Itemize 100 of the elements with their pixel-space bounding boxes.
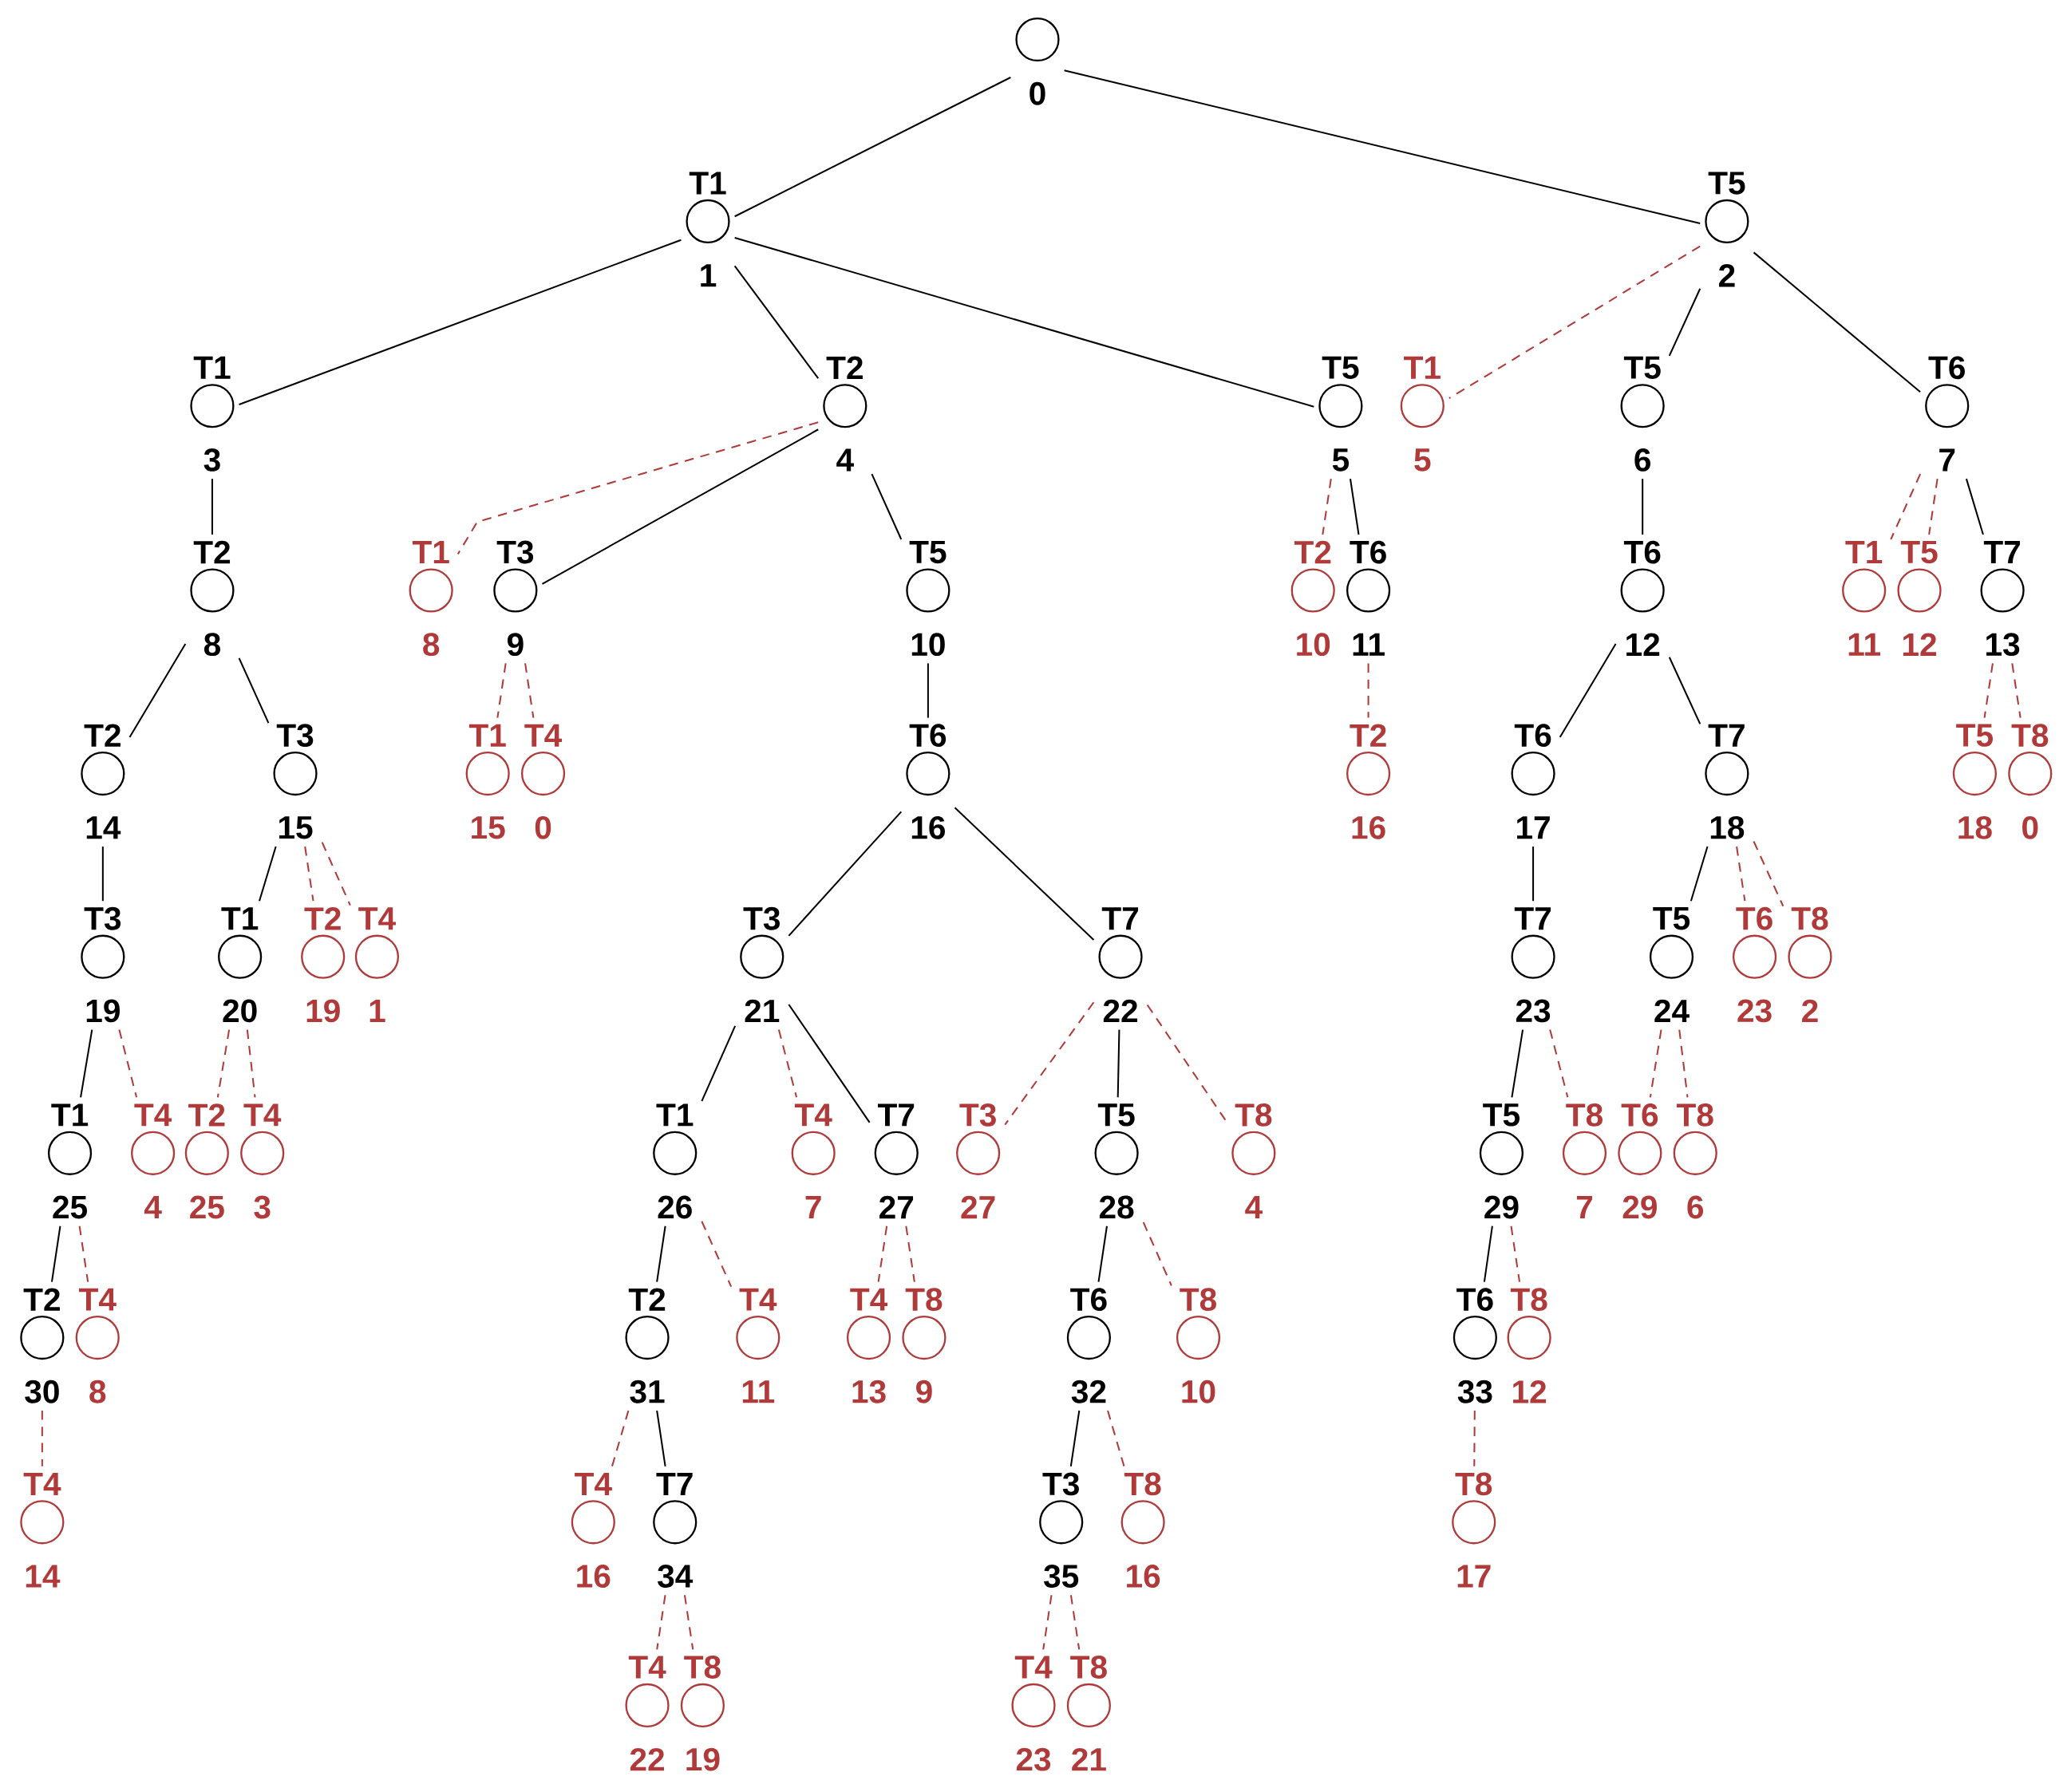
- node-label: T6: [909, 724, 947, 747]
- tree-node: T5 24: [1649, 906, 1694, 1022]
- node-label: T8: [2011, 724, 2049, 747]
- tree-edge: [788, 811, 902, 937]
- tree-node: T6 32: [1066, 1288, 1111, 1403]
- node-label: T6: [1070, 1288, 1107, 1311]
- node-label: 3: [254, 1195, 271, 1219]
- node-label: 25: [53, 1195, 88, 1219]
- tree-edge: [733, 265, 819, 379]
- tree-edge: [734, 236, 1314, 408]
- node-label: 27: [879, 1195, 914, 1218]
- node-label: T8: [1124, 1472, 1161, 1496]
- node-label: T4: [1014, 1656, 1053, 1679]
- tree-edge: [1004, 1001, 1095, 1126]
- node-label: 20: [223, 999, 257, 1023]
- tree-edge: [216, 1029, 231, 1098]
- tree-node: T1 26: [653, 1103, 698, 1219]
- tree-node: T5 6: [1620, 356, 1665, 472]
- node-label: 30: [25, 1380, 59, 1403]
- tree-node: T8 12: [1507, 1288, 1551, 1403]
- node-label: T2: [188, 1103, 225, 1127]
- node-label: 2: [1718, 263, 1735, 287]
- tree-edge: [1983, 663, 1994, 718]
- tree-node: T8 21: [1066, 1655, 1111, 1771]
- node-label: 7: [1576, 1195, 1592, 1218]
- tree-edge: [1890, 473, 1922, 540]
- tree-edge: [1559, 643, 1617, 738]
- node-label: 29: [1484, 1195, 1519, 1219]
- tree-node: T2 30: [20, 1288, 65, 1403]
- tree-node: T5 29: [1479, 1103, 1524, 1219]
- tree-node: T7 22: [1098, 907, 1143, 1022]
- tree-node: T4 7: [791, 1103, 836, 1218]
- tree-edge: [524, 663, 535, 718]
- node-label: 14: [26, 1565, 61, 1588]
- node-label: 18: [1710, 815, 1745, 839]
- node-label: T3: [743, 906, 780, 930]
- tree-node: T4 1: [354, 907, 399, 1022]
- tree-edge: [683, 1594, 694, 1650]
- tree-edge: [456, 421, 819, 555]
- tree-node: T4 8: [75, 1288, 120, 1403]
- tree-node: T7 18: [1705, 724, 1749, 839]
- node-label: 0: [2022, 815, 2038, 839]
- tree-node: T3 35: [1039, 1472, 1084, 1588]
- node-label: T4: [358, 907, 396, 930]
- tree-edge: [78, 1226, 89, 1282]
- tree-edge: [1549, 1029, 1569, 1098]
- node-label: T6: [1623, 540, 1661, 564]
- tree-edge: [1668, 288, 1701, 357]
- node-label: 12: [1626, 633, 1660, 656]
- tree-node: T1 11: [1842, 540, 1887, 656]
- tree-node: T1 25: [47, 1103, 93, 1219]
- tree-edge: [50, 1226, 61, 1282]
- node-label: T4: [794, 1103, 832, 1127]
- tree-node: T4 16: [571, 1472, 615, 1588]
- tree-node: T2 25: [184, 1103, 229, 1219]
- node-label: 21: [1072, 1747, 1106, 1771]
- node-label: T2: [304, 906, 341, 930]
- node-label: T5: [1708, 172, 1745, 195]
- node-label: T2: [628, 1288, 666, 1311]
- tree-edge: [1069, 1594, 1081, 1650]
- tree-node: T7 34: [653, 1472, 698, 1588]
- tree-node: T1 15: [465, 724, 510, 839]
- tree-edge: [1064, 69, 1701, 224]
- tree-node: T5 10: [906, 540, 951, 656]
- tree-node: T5 2: [1705, 172, 1749, 287]
- node-label: T1: [193, 356, 231, 379]
- tree-node: T8 6: [1673, 1103, 1717, 1219]
- node-label: T4: [23, 1472, 61, 1495]
- node-label: T6: [1736, 906, 1773, 930]
- tree-node: T8 16: [1120, 1472, 1165, 1588]
- node-label: T7: [1101, 907, 1138, 930]
- tree-node: T5 18: [1952, 724, 1997, 839]
- node-label: 16: [577, 1564, 611, 1588]
- node-label: 19: [686, 1747, 720, 1771]
- tree-edge: [1448, 245, 1701, 399]
- tree-node: T4 4: [131, 1103, 176, 1218]
- tree-node: T7 23: [1511, 907, 1555, 1023]
- node-label: 35: [1044, 1564, 1079, 1588]
- node-label: 34: [658, 1564, 694, 1588]
- tree-edge: [701, 1025, 737, 1102]
- tree-edge: [905, 1226, 915, 1282]
- tree-node: T2 14: [81, 724, 125, 839]
- tree-node: T2 16: [1346, 724, 1391, 839]
- tree-edge: [656, 1226, 666, 1282]
- node-label: 16: [911, 815, 945, 839]
- node-label: T4: [243, 1103, 282, 1127]
- node-label: T8: [1510, 1288, 1547, 1311]
- node-label: T8: [1676, 1103, 1713, 1127]
- node-label: T5: [1483, 1103, 1520, 1127]
- node-label: 7: [1939, 448, 1955, 472]
- node-label: T4: [524, 724, 563, 747]
- tree-edge: [954, 807, 1095, 941]
- node-label: T3: [496, 540, 534, 564]
- node-label: T4: [134, 1103, 172, 1127]
- node-label: T7: [1708, 724, 1745, 747]
- tree-node: T2 19: [301, 906, 346, 1023]
- node-label: T7: [877, 1103, 915, 1127]
- tree-edge: [927, 663, 929, 718]
- tree-node: T4 13: [846, 1288, 891, 1403]
- node-label: 8: [89, 1380, 106, 1403]
